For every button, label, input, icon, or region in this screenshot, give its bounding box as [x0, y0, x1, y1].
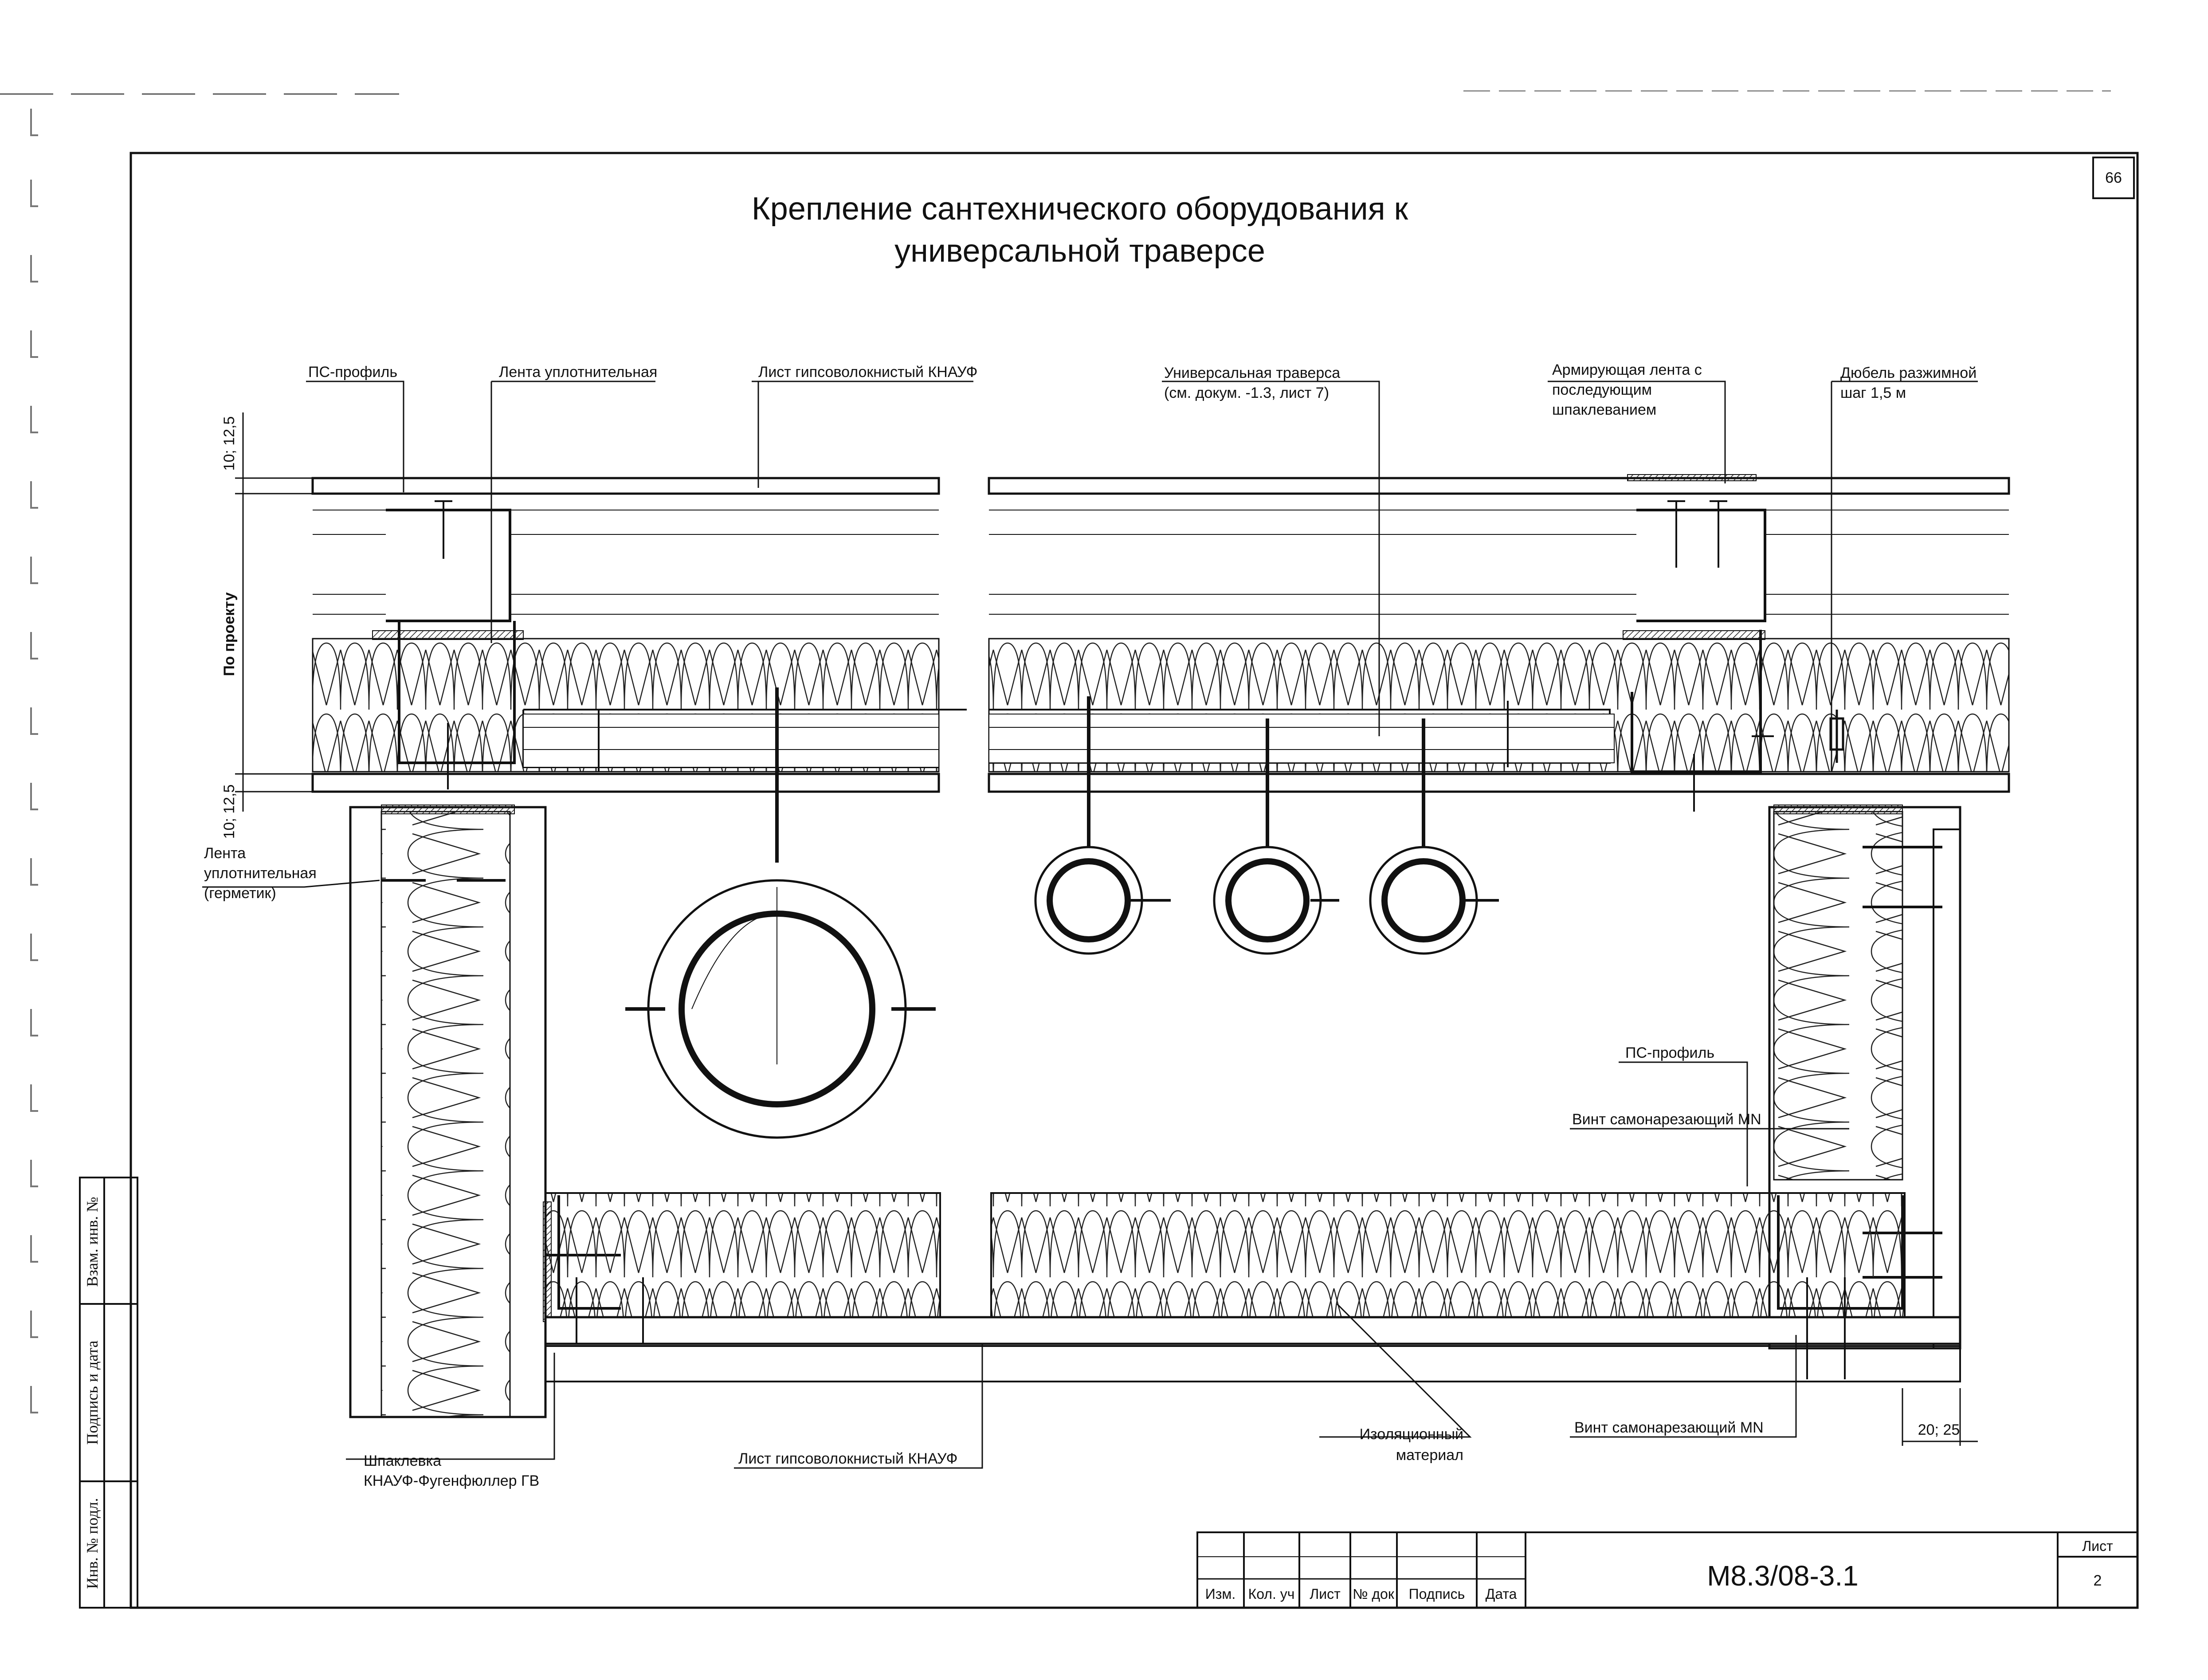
label-reinforcing-2: последующим [1552, 381, 1652, 398]
label-sealant-3: (герметик) [204, 885, 276, 902]
small-pipe-2 [1213, 718, 1339, 955]
left-dimensions [235, 412, 313, 812]
small-pipe-3 [1369, 718, 1499, 955]
dim-gap: 20; 25 [1918, 1421, 1960, 1438]
ps-profile-top-right [1636, 509, 1766, 622]
label-insulation-1: Изоляционный [1360, 1426, 1463, 1443]
label-insulation-2: материал [1396, 1447, 1463, 1464]
label-reinforcing-3: шпаклеванием [1552, 401, 1656, 418]
stamp-signature-date: Подпись и дата [83, 1340, 101, 1444]
title-block [1196, 1531, 2138, 1609]
side-stamp [79, 1177, 138, 1609]
label-screw-mn-right: Винт самонарезающий MN [1572, 1111, 1761, 1128]
top-assembly [311, 474, 2010, 793]
ps-profile-top-left [386, 509, 511, 622]
title-line-2: универсальной траверсе [894, 233, 1265, 269]
gap-dimension [1902, 1388, 1978, 1446]
label-dowel-2: шаг 1,5 м [1840, 385, 1906, 401]
screws-top [435, 500, 1774, 812]
page-number: 66 [2105, 169, 2122, 186]
bottom-assembly [544, 1192, 1961, 1382]
left-wall [349, 805, 621, 1418]
top-gvl-sheet-left [311, 477, 940, 495]
label-ps-profile-top: ПС-профиль [308, 364, 397, 381]
sheet-number: 2 [2094, 1572, 2102, 1589]
tb-header-izm: Изм. [1205, 1586, 1236, 1602]
dim-per-project: По проекту [221, 592, 238, 676]
document-code: М8.3/08-3.1 [1707, 1560, 1859, 1592]
sheet-label: Лист [2082, 1538, 2113, 1554]
left-wall-insulation [380, 811, 511, 1418]
title-line-1: Крепление сантехнического оборудования к [752, 191, 1408, 227]
page-number-box: 66 [2092, 157, 2135, 199]
label-reinforcing-1: Армирующая лента с [1552, 361, 1702, 378]
leader-lines [202, 381, 1978, 1469]
tb-header-list: Лист [1310, 1586, 1341, 1602]
tb-header-date: Дата [1486, 1586, 1517, 1602]
expansion-dowel [1829, 710, 1844, 763]
label-putty-1: Шпаклевка [364, 1452, 441, 1469]
large-pipe-with-clamp [625, 687, 936, 1139]
label-dowel-1: Дюбель разжимной [1840, 365, 1977, 381]
bottom-insulation-right [990, 1192, 1906, 1318]
tb-header-doc: № док [1353, 1586, 1395, 1602]
label-putty-2: КНАУФ-Фугенфюллер ГВ [364, 1472, 539, 1489]
label-sealant-1: Лента [204, 845, 246, 862]
right-wall-insulation [1773, 811, 1903, 1181]
label-ps-profile-right: ПС-профиль [1625, 1044, 1714, 1061]
small-pipe-1 [1034, 696, 1171, 955]
binding-marks [30, 109, 38, 1413]
drawing-frame [129, 152, 2139, 1609]
top-gvl-sheet-right [988, 477, 2010, 495]
stamp-original-inv: Инв. № подл. [83, 1498, 101, 1589]
label-traverse-1: Универсальная траверса [1164, 365, 1340, 381]
dim-top-sheet: 10; 12,5 [221, 416, 238, 471]
bottom-gvl-sheet [544, 1316, 1961, 1345]
tb-header-kol: Кол. уч [1248, 1586, 1295, 1602]
label-gvl-sheet-top: Лист гипсоволокнистый КНАУФ [758, 364, 977, 381]
label-traverse-2: (см. докум. -1.3, лист 7) [1164, 385, 1329, 401]
tb-header-signature: Подпись [1409, 1586, 1465, 1602]
label-sealing-tape-top: Лента уплотнительная [499, 364, 657, 381]
dim-bottom-sheet: 10; 12,5 [221, 785, 238, 839]
label-screw-mn-bottom: Винт самонарезающий MN [1574, 1419, 1764, 1436]
stamp-replacement-inv: Взам. инв. № [83, 1197, 101, 1287]
label-sealant-2: уплотнительная [204, 865, 317, 882]
bottom-insulation-left [545, 1192, 941, 1318]
label-gvl-sheet-bottom: Лист гипсоволокнистый КНАУФ [738, 1450, 957, 1467]
